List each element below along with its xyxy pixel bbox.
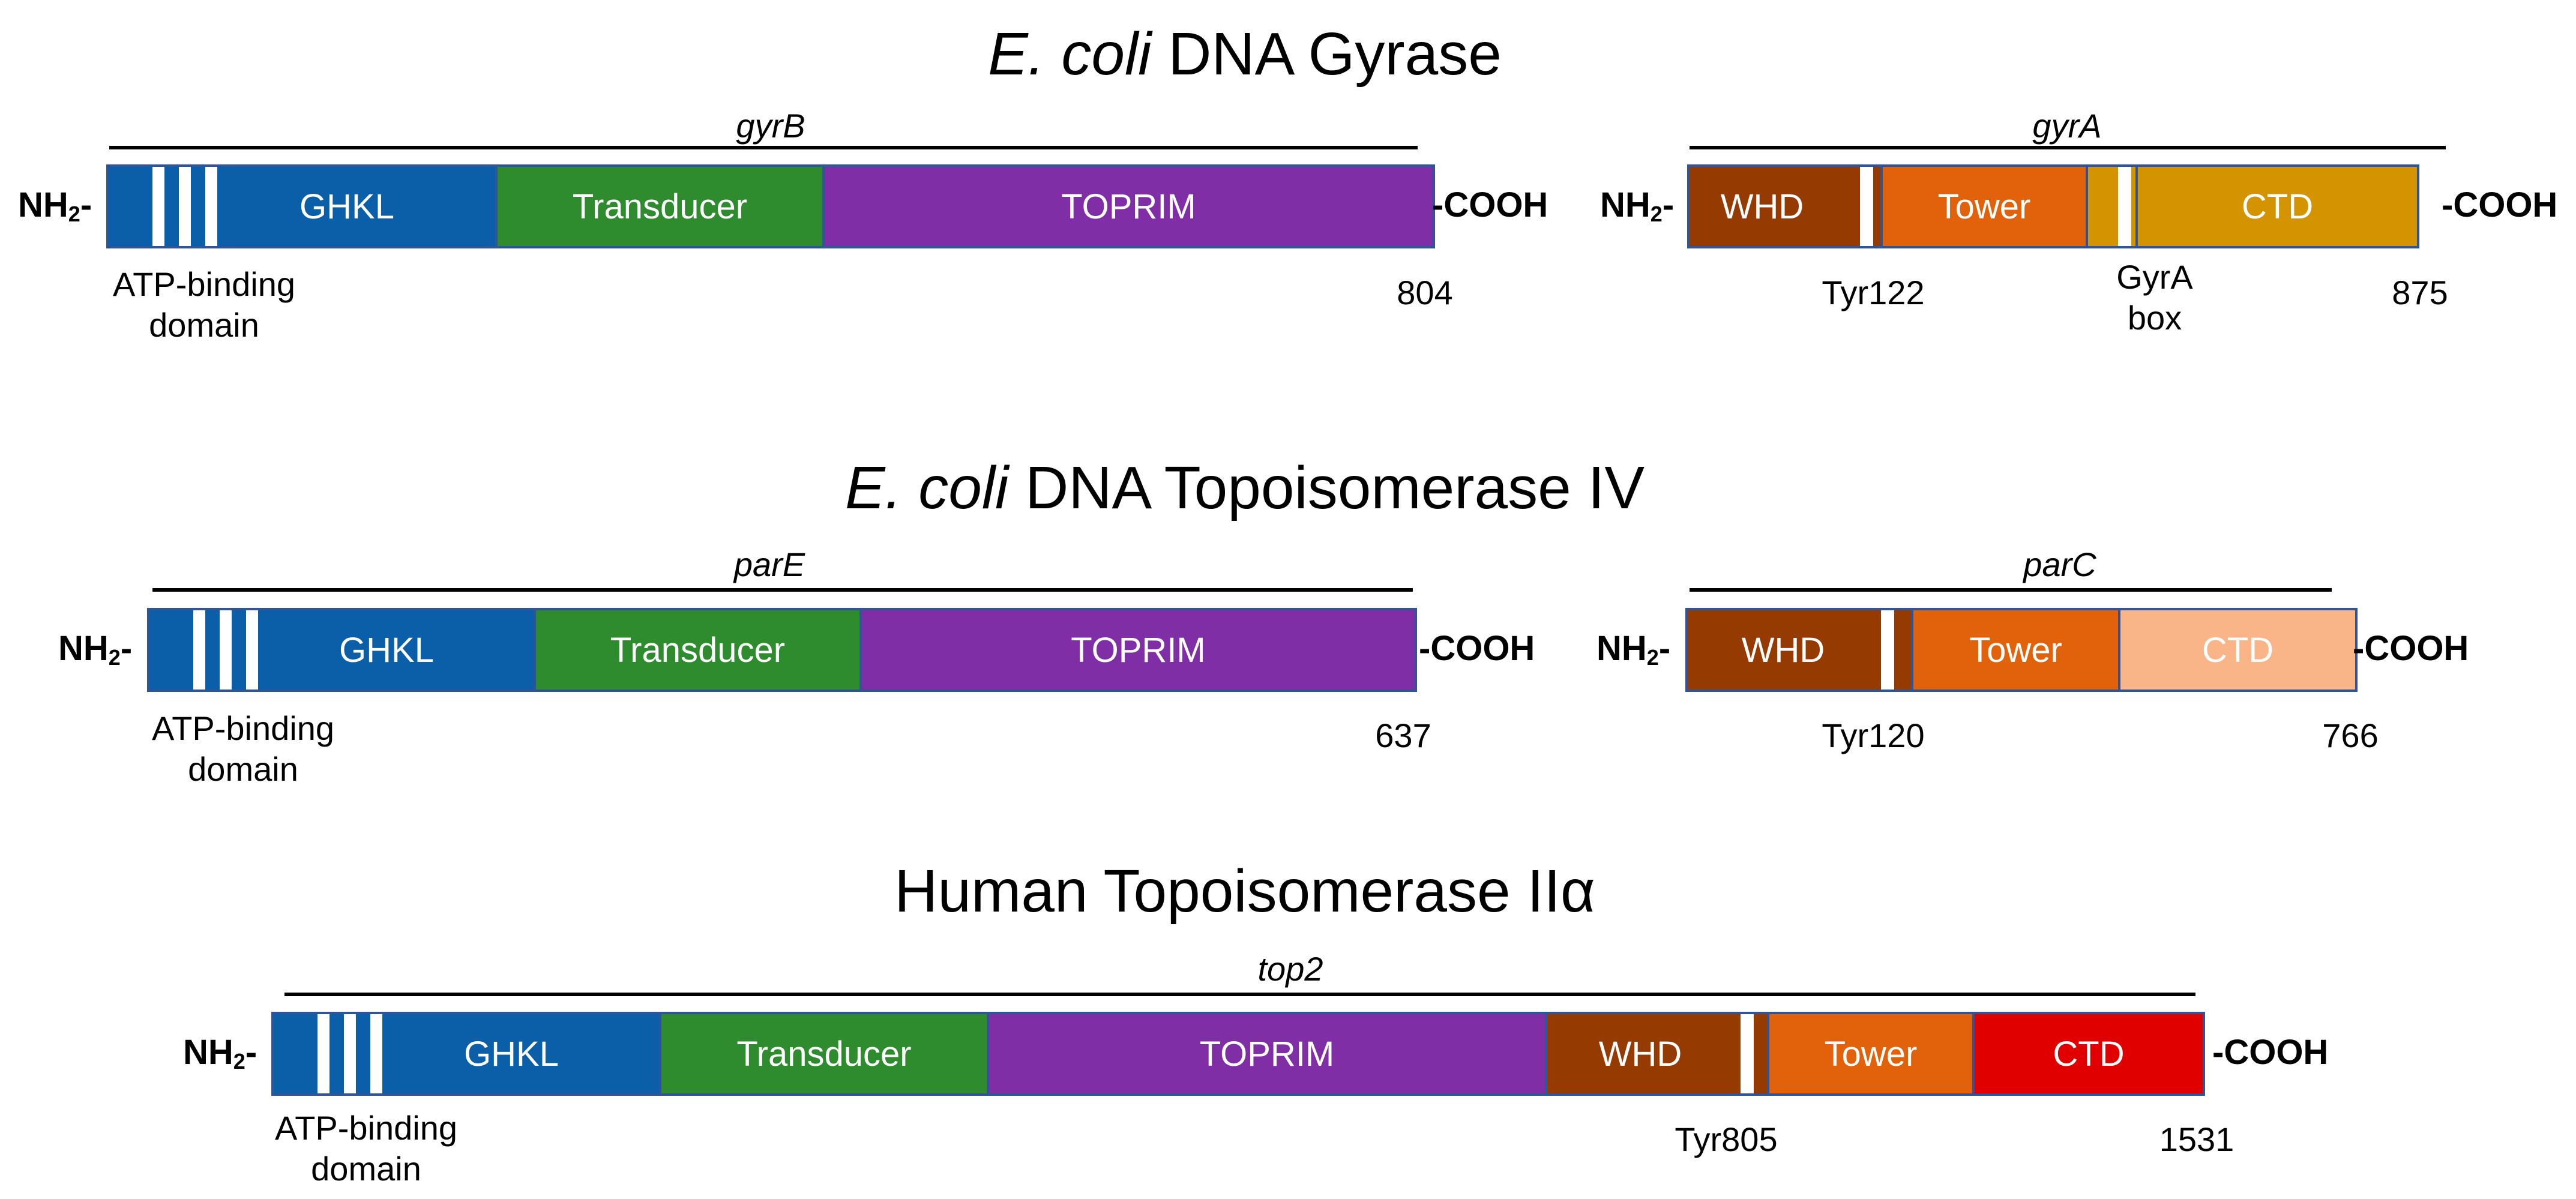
domain-label: WHD [1741,630,1825,670]
gyra-length-label: 875 [2392,274,2448,311]
atp-binding-stripe [246,610,258,690]
pare-transducer-domain: Transducer [534,610,859,690]
top2-protein-bar: GHKL Transducer TOPRIM WHD Tower CTD [271,1012,2205,1096]
gyrase-title-species: E. coli [988,20,1152,88]
tyrosine-site-stripe [1741,1014,1754,1093]
domain-label: GHKL [299,187,394,226]
topoiv-title-name: DNA Topoisomerase IV [1008,454,1645,521]
domain-label: WHD [1598,1034,1682,1074]
atp-binding-stripe [179,167,191,246]
top2-gene-line [284,993,2195,996]
parc-c-terminus: -COOH [2353,629,2469,668]
parc-protein-bar: WHD Tower CTD [1685,608,2358,692]
topoiv-title-species: E. coli [844,454,1009,521]
gyrb-transducer-domain: Transducer [495,167,822,246]
atp-binding-stripe [193,610,205,690]
atp-binding-stripe [205,167,217,246]
top2-length-label: 1531 [2159,1120,2234,1158]
topoiv-title: E. coli DNA Topoisomerase IV [845,458,1645,518]
gyra-tower-domain: Tower [1880,167,2086,246]
gyra-gene-line [1690,146,2446,149]
pare-length-label: 637 [1375,717,1431,754]
top2-tower-domain: Tower [1767,1014,1972,1093]
gyrb-ghkl-domain: GHKL [109,167,495,246]
gyrb-protein-bar: GHKL Transducer TOPRIM [106,164,1435,248]
parc-tower-domain: Tower [1911,610,2118,690]
pare-protein-bar: GHKL Transducer TOPRIM [147,608,1417,692]
top2-whd-domain: WHD [1545,1014,1767,1093]
gyrb-toprim-domain: TOPRIM [822,167,1433,246]
gyrb-length-label: 804 [1397,274,1453,311]
top2-n-terminus: NH2- [183,1033,257,1074]
gyrb-gene-line [109,146,1418,149]
gyra-box-stripe [2118,167,2131,246]
gyra-whd-domain: WHD [1690,167,1880,246]
parc-tyr-label: Tyr120 [1822,717,1925,754]
domain-label: CTD [2201,630,2274,670]
domain-label: CTD [2053,1034,2125,1074]
top2-atp-binding-label: ATP-binding domain [274,1109,458,1188]
domain-label: Transducer [610,630,786,670]
pare-toprim-domain: TOPRIM [859,610,1415,690]
domain-label: TOPRIM [1071,630,1206,670]
domain-label: Tower [1969,630,2062,670]
domain-label: WHD [1720,187,1804,226]
gyra-gene-label: gyrA [2032,107,2102,145]
atp-binding-stripe [344,1014,356,1093]
gyra-tyr-label: Tyr122 [1822,274,1925,311]
domain-label: Tower [1824,1034,1918,1074]
parc-n-terminus: NH2- [1596,629,1671,670]
pare-gene-label: parE [733,545,805,583]
tyrosine-site-stripe [1881,610,1894,690]
domain-label: GHKL [464,1034,559,1074]
gyra-protein-bar: WHD Tower CTD [1687,164,2419,248]
pare-atp-binding-label: ATP-binding domain [151,709,335,789]
top2-ctd-domain: CTD [1972,1014,2203,1093]
domain-label: GHKL [339,630,434,670]
top2-ghkl-domain: GHKL [274,1014,659,1093]
top2-c-terminus: -COOH [2212,1033,2329,1072]
top2-toprim-domain: TOPRIM [987,1014,1545,1093]
gyra-box-label: GyrA box [2116,258,2193,337]
domain-label: TOPRIM [1199,1034,1335,1074]
atp-binding-stripe [152,167,164,246]
domain-label: CTD [2241,187,2314,226]
gyrb-n-terminus: NH2- [18,185,92,226]
atp-binding-stripe [317,1014,330,1093]
parc-gene-label: parC [2023,545,2096,583]
gyrase-title-name: DNA Gyrase [1151,20,1502,88]
gyra-n-terminus: NH2- [1600,185,1675,226]
gyra-c-terminus: -COOH [2442,185,2558,224]
gyrb-c-terminus: -COOH [1432,185,1548,224]
human-title: Human Topoisomerase IIα [894,858,1595,925]
parc-length-label: 766 [2322,717,2379,754]
top2-tyr-label: Tyr805 [1675,1120,1778,1158]
domain-label: Tower [1937,187,2031,226]
top2-gene-label: top2 [1257,950,1323,988]
parc-ctd-domain: CTD [2118,610,2355,690]
parc-gene-line [1690,588,2332,592]
parc-whd-domain: WHD [1688,610,1911,690]
domain-label: Transducer [736,1034,912,1074]
atp-binding-stripe [370,1014,382,1093]
tyrosine-site-stripe [1860,167,1873,246]
gyrb-atp-binding-label: ATP-binding domain [112,265,296,344]
atp-binding-stripe [220,610,232,690]
top2-transducer-domain: Transducer [659,1014,987,1093]
gyrase-title: E. coli DNA Gyrase [988,24,1502,84]
pare-gene-line [152,588,1413,592]
pare-c-terminus: -COOH [1419,629,1535,668]
pare-ghkl-domain: GHKL [149,610,534,690]
domain-label: Transducer [572,187,748,226]
gyra-ctd-domain: CTD [2135,167,2417,246]
pare-n-terminus: NH2- [58,629,133,670]
gyra-box-domain [2086,167,2135,246]
domain-label: TOPRIM [1061,187,1196,226]
gyrb-gene-label: gyrB [736,107,805,145]
